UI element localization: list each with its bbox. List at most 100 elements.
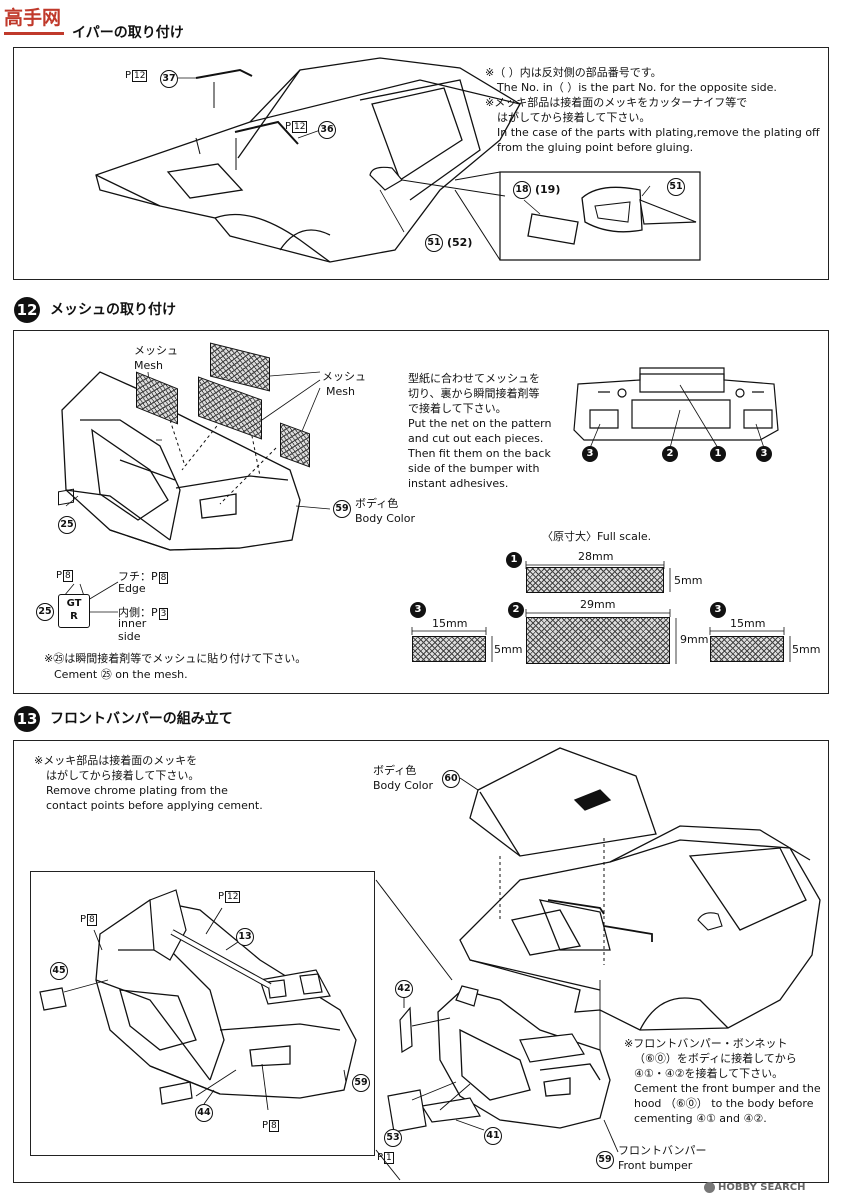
part-41: 41 bbox=[484, 1127, 502, 1145]
note-line: from the gluing point before gluing. bbox=[497, 141, 694, 154]
template-2 bbox=[526, 617, 670, 664]
body-color-en-13: Body Color bbox=[373, 779, 433, 792]
template-2-width: 29mm bbox=[580, 598, 616, 611]
step12-note-jp: ※㉕は瞬間接着剤等でメッシュに貼り付けて下さい。 bbox=[44, 652, 307, 665]
instruction-line: 切り、裏から瞬間接着剤等 bbox=[408, 387, 540, 400]
template-3-right-width: 15mm bbox=[730, 617, 766, 630]
part-44: 44 bbox=[195, 1104, 213, 1122]
logo-text: 高手网 bbox=[4, 7, 62, 29]
part-60: 60 bbox=[442, 770, 460, 788]
front-bumper-en: Front bumper bbox=[618, 1159, 693, 1172]
template-1-height: 5mm bbox=[674, 574, 703, 587]
mesh-label-jp: メッシュ bbox=[134, 344, 178, 357]
step11-frame bbox=[13, 47, 829, 280]
template-3-right-height: 5mm bbox=[792, 643, 821, 656]
note-line: In the case of the parts with plating,re… bbox=[497, 126, 820, 139]
note-line: ※メッキ部品は接着面のメッキを bbox=[34, 754, 198, 767]
step11-title: イパーの取り付け bbox=[72, 25, 184, 41]
watermark-text: HOBBY SEARCH bbox=[718, 1182, 806, 1193]
logo-underline bbox=[4, 32, 64, 35]
site-logo: 高手网 bbox=[4, 6, 70, 36]
part-51b: 51 bbox=[667, 178, 685, 196]
instruction-line: 型紙に合わせてメッシュを bbox=[408, 372, 540, 385]
template-3-left-height: 5mm bbox=[494, 643, 523, 656]
instruction-line: side of the bumper with bbox=[408, 462, 540, 475]
watermark-icon bbox=[704, 1182, 715, 1193]
step12-note-en: Cement ㉕ on the mesh. bbox=[54, 668, 188, 681]
template-2-height: 9mm bbox=[680, 633, 709, 646]
instruction-line: ※フロントバンパー・ボンネット bbox=[624, 1037, 788, 1050]
step13-title: フロントバンパーの組み立て bbox=[50, 711, 233, 727]
instruction-line: で接着して下さい。 bbox=[408, 402, 507, 415]
part-25b: 25 bbox=[36, 603, 54, 621]
part-13: 13 bbox=[236, 928, 254, 946]
part-36: 36 bbox=[318, 121, 336, 139]
step12-badge: 12 bbox=[14, 297, 40, 323]
part-25: 25 bbox=[58, 516, 76, 534]
instruction-line: ④①・④②を接着して下さい。 bbox=[634, 1067, 784, 1080]
instruction-line: （⑥⓪）をボディに接着してから bbox=[634, 1052, 797, 1065]
part-42: 42 bbox=[395, 980, 413, 998]
grille-label-3-right: 3 bbox=[756, 446, 772, 462]
mesh-label-en: Mesh bbox=[134, 359, 163, 372]
part-52: (52) bbox=[447, 236, 473, 249]
template-3-left-label: 3 bbox=[410, 602, 426, 618]
full-scale-label: 〈原寸大〉Full scale. bbox=[542, 530, 652, 543]
part-19: (19) bbox=[535, 183, 561, 196]
mesh-label-en2: Mesh bbox=[326, 385, 355, 398]
front-bumper-jp: フロントバンパー bbox=[618, 1144, 707, 1157]
step13-frame bbox=[13, 740, 829, 1183]
edge-en: Edge bbox=[118, 582, 146, 595]
template-1-width: 28mm bbox=[578, 550, 614, 563]
subassembly-frame bbox=[30, 871, 375, 1156]
note-line: はがしてから接着して下さい。 bbox=[497, 111, 651, 124]
instruction-line: Put the net on the pattern bbox=[408, 417, 552, 430]
grille-label-3-left: 3 bbox=[582, 446, 598, 462]
part-18: 18 bbox=[513, 181, 531, 199]
template-3-left bbox=[412, 636, 486, 662]
part-59: 59 bbox=[333, 500, 351, 518]
part-53: 53 bbox=[384, 1129, 402, 1147]
mesh-label-jp2: メッシュ bbox=[322, 370, 366, 383]
part-59-13: 59 bbox=[352, 1074, 370, 1092]
part-37: 37 bbox=[160, 70, 178, 88]
note-line: はがしてから接着して下さい。 bbox=[46, 769, 200, 782]
template-1-label: 1 bbox=[506, 552, 522, 568]
instruction-line: and cut out each pieces. bbox=[408, 432, 544, 445]
note-line: ※メッキ部品は接着面のメッキをカッターナイフ等で bbox=[485, 96, 748, 109]
instruction-line: instant adhesives. bbox=[408, 477, 509, 490]
part-45: 45 bbox=[50, 962, 68, 980]
inner-en1: inner bbox=[118, 617, 147, 630]
instruction-line: Then fit them on the back bbox=[408, 447, 551, 460]
template-1 bbox=[526, 567, 664, 593]
inner-en2: side bbox=[118, 630, 141, 643]
note-line: ※（ ）内は反対側の部品番号です。 bbox=[485, 66, 662, 79]
step12-frame bbox=[13, 330, 829, 694]
template-3-left-width: 15mm bbox=[432, 617, 468, 630]
note-line: Remove chrome plating from the bbox=[46, 784, 228, 797]
grille-label-1: 1 bbox=[710, 446, 726, 462]
gtr-emblem-text: GT R bbox=[66, 598, 82, 622]
template-2-label: 2 bbox=[508, 602, 524, 618]
body-color-jp-13: ボディ色 bbox=[373, 764, 417, 777]
template-3-right bbox=[710, 636, 784, 662]
step12-title: メッシュの取り付け bbox=[50, 302, 176, 318]
body-color-en: Body Color bbox=[355, 512, 415, 525]
instruction-line: Cement the front bumper and the bbox=[634, 1082, 821, 1095]
instruction-line: hood （⑥⓪） to the body before bbox=[634, 1097, 814, 1110]
grille-label-2: 2 bbox=[662, 446, 678, 462]
step13-badge: 13 bbox=[14, 706, 40, 732]
part-59b: 59 bbox=[596, 1151, 614, 1169]
template-3-right-label: 3 bbox=[710, 602, 726, 618]
